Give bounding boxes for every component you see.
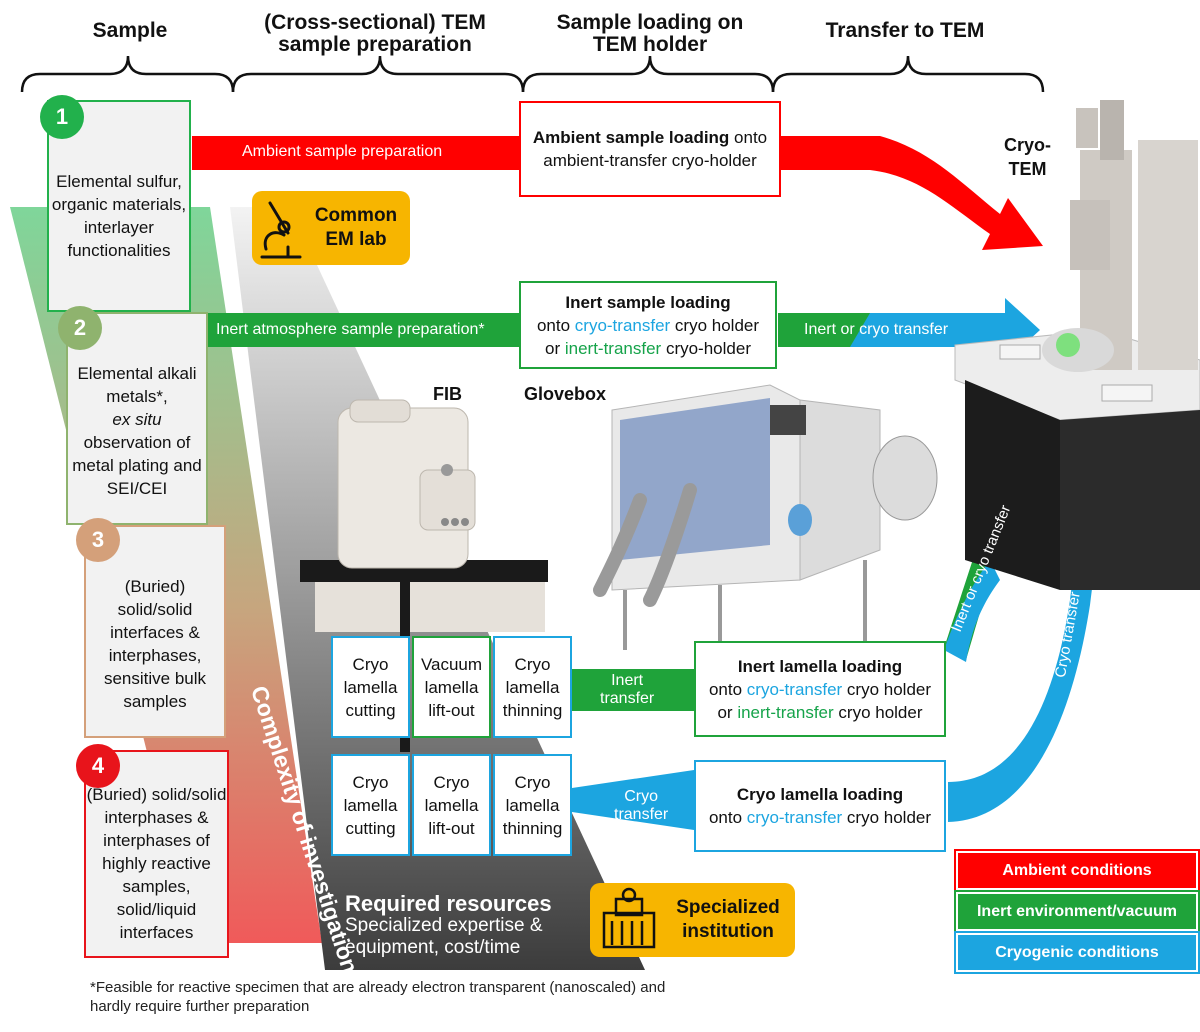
route4-step-3: Cryo lamella thinning [493, 754, 572, 856]
institution-icon-overlay [602, 887, 656, 949]
category-2-badge: 2 [58, 306, 102, 350]
inert-lamella-or: or [717, 702, 738, 722]
inert-lamella-cryo-holder2: cryo holder [833, 702, 923, 722]
category-1-text: Elemental sulfur, organic materials, int… [51, 172, 187, 260]
category-4-badge: 4 [76, 744, 120, 788]
category-4-box: (Buried) solid/solid interphases & inter… [84, 750, 229, 958]
legend-cryo: Cryogenic conditions [954, 931, 1200, 974]
header-loading: Sample loading on TEM holder [556, 11, 744, 56]
ambient-route-arrow [192, 136, 1043, 250]
inert-loading-onto: onto [536, 315, 575, 335]
cryo-lamella-bold: Cryo lamella loading [736, 785, 904, 804]
specialized-line2: institution [682, 921, 774, 942]
ambient-loading-bold: Ambient sample loading [532, 128, 730, 147]
cryo-lamella-onto: onto [708, 808, 747, 827]
route4-step-1: Cryo lamella cutting [331, 754, 410, 856]
category-3-badge: 3 [76, 518, 120, 562]
inert-lamella-cryo-holder: cryo holder [842, 679, 932, 699]
inert-loading-cryo-holder2: cryo-holder [661, 338, 751, 358]
route3-transfer-label: Inert transfer [600, 672, 655, 707]
category-2-text-before: Elemental alkali metals*, [77, 363, 197, 406]
required-resources: Required resources Specialized expertise… [345, 893, 552, 959]
inert-loading-inert-transfer: inert-transfer [564, 338, 662, 358]
category-1-badge: 1 [40, 95, 84, 139]
cryo-tem-illustration [954, 100, 1200, 590]
inert-loading-cryo-transfer: cryo-transfer [574, 315, 671, 335]
inert-loading-box: Inert sample loading onto cryo-transfer … [519, 281, 777, 369]
resources-title: Required resources [345, 891, 552, 916]
route3-step-1: Cryo lamella cutting [331, 636, 410, 738]
route3-step-3: Cryo lamella thinning [493, 636, 572, 738]
route4-transfer-label: Cryo transfer [614, 788, 669, 823]
ambient-loading-box: Ambient sample loading onto ambient-tran… [519, 101, 781, 197]
cryo-lamella-cryo-holder: cryo holder [842, 808, 932, 827]
header-sample: Sample [92, 19, 168, 42]
category-4-text: (Buried) solid/solid interphases & inter… [86, 784, 227, 942]
glovebox-label: Glovebox [524, 384, 607, 404]
common-lab-line2: EM lab [325, 229, 387, 250]
legend-inert: Inert environment/vacuum [954, 890, 1200, 933]
category-2-text-italic: ex situ [112, 409, 162, 429]
inert-prep-label: Inert atmosphere sample preparation* [216, 321, 485, 338]
category-2-text-after: observation of metal plating and SEI/CEI [72, 432, 202, 498]
cryo-lamella-cryo-transfer: cryo-transfer [746, 808, 843, 827]
ambient-prep-label: Ambient sample preparation [242, 143, 443, 160]
glovebox-illustration [593, 384, 938, 650]
route3-step-2: Vacuum lamella lift-out [412, 636, 491, 738]
common-lab-line1: Common [314, 205, 398, 226]
legend-ambient: Ambient conditions [954, 849, 1200, 892]
header-prep: (Cross-sectional) TEM sample preparation [264, 11, 486, 56]
inert-lamella-onto: onto [708, 679, 747, 699]
cryo-lamella-loading-box: Cryo lamella loading onto cryo-transfer … [694, 760, 946, 852]
microscope-icon-overlay [260, 201, 302, 259]
fib-illustration [300, 399, 548, 752]
header-transfer: Transfer to TEM [825, 19, 985, 42]
cryotem-label: Cryo- TEM [1004, 135, 1052, 179]
ambient-loading-line2: ambient-transfer cryo-holder [543, 151, 757, 170]
inert-lamella-cryo-transfer: cryo-transfer [746, 679, 843, 699]
footnote: *Feasible for reactive specimen that are… [90, 979, 666, 1015]
inert-lamella-bold: Inert lamella loading [737, 656, 903, 676]
inert-loading-bold: Inert sample loading [565, 292, 731, 312]
resources-line1: Specialized expertise & [345, 915, 543, 936]
specialized-line1: Specialized [676, 897, 780, 918]
inert-lamella-loading-box: Inert lamella loading onto cryo-transfer… [694, 641, 946, 737]
route4-step-2: Cryo lamella lift-out [412, 754, 491, 856]
category-2-box: Elemental alkali metals*, ex situ observ… [66, 312, 208, 525]
inert-loading-or: or [545, 338, 565, 358]
header-braces [20, 55, 1045, 93]
category-3-box: (Buried) solid/solid interfaces & interp… [84, 525, 226, 738]
category-3-text: (Buried) solid/solid interfaces & interp… [103, 576, 207, 711]
ambient-loading-rest: onto [729, 128, 768, 147]
inert-transfer-label: Inert or cryo transfer [804, 321, 949, 338]
resources-line2: equipment, cost/time [345, 937, 521, 958]
inert-lamella-inert-transfer: inert-transfer [737, 702, 834, 722]
fib-label: FIB [433, 384, 462, 404]
inert-loading-cryo-holder: cryo holder [670, 315, 760, 335]
